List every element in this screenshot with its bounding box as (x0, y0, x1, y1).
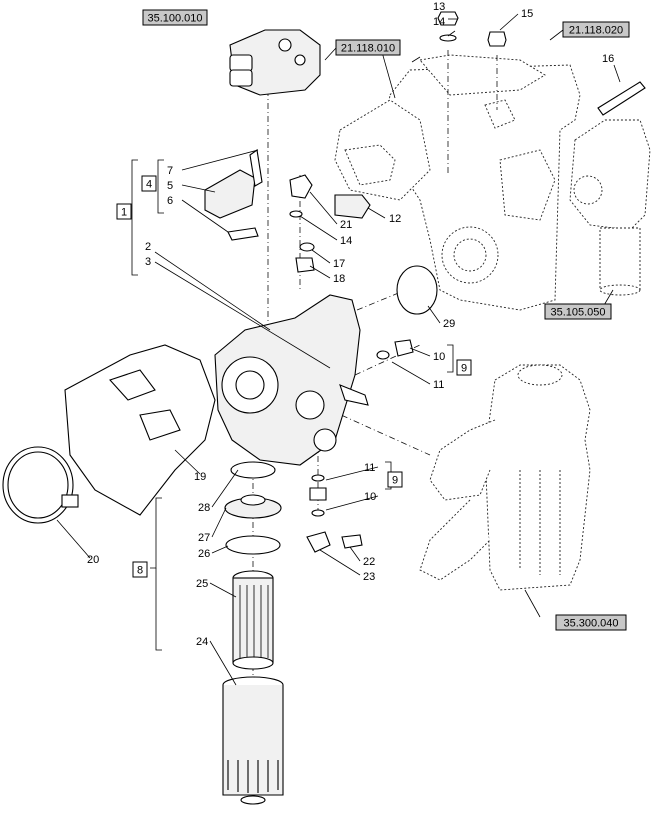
plug-13 (437, 11, 459, 42)
reference-35-100-010[interactable]: 35.100.010 (142, 9, 208, 26)
group-1-label: 1 (121, 207, 127, 219)
callout-5: 5 (167, 180, 173, 192)
group-box-9-upper: 9 (456, 359, 472, 376)
callout-14a: 14 (433, 16, 445, 28)
hose-clamp-20 (2, 446, 79, 524)
bolt-16 (597, 81, 646, 116)
callout-28: 28 (198, 502, 210, 514)
fitting-set-upper (376, 339, 414, 360)
callout-19: 19 (194, 471, 206, 483)
elbow-23-plug-22 (306, 531, 363, 553)
reference-21-118-020[interactable]: 21.118.020 (562, 21, 630, 38)
callout-25: 25 (196, 578, 208, 590)
reference-35-105-050[interactable]: 35.105.050 (544, 303, 612, 320)
callout-3: 3 (145, 256, 151, 268)
callout-21a: 21 (340, 219, 352, 231)
group-9-lower-label: 9 (392, 475, 398, 487)
reference-35-300-040-label: 35.300.040 (563, 618, 618, 630)
filter-bowl-24 (222, 676, 284, 805)
hydraulic-pump-phantom (419, 364, 591, 591)
filter-housing-phantom (569, 119, 651, 296)
callout-26: 26 (198, 548, 210, 560)
callout-13: 13 (433, 1, 445, 13)
o-ring-29 (396, 265, 438, 315)
reference-21-118-010-label: 21.118.010 (341, 43, 395, 55)
callout-6: 6 (167, 195, 173, 207)
pump-body (214, 294, 369, 466)
transmission-housing-phantom (334, 54, 581, 311)
callout-10b: 10 (364, 491, 376, 503)
callout-15: 15 (521, 8, 533, 20)
callout-22: 22 (363, 556, 375, 568)
reference-35-105-050-label: 35.105.050 (550, 307, 605, 319)
reference-21-118-020-label: 21.118.020 (569, 25, 623, 37)
reference-35-300-040[interactable]: 35.300.040 (555, 614, 627, 631)
reference-35-100-010-label: 35.100.010 (147, 13, 202, 25)
leader-lines (56, 13, 621, 686)
group-8-label: 8 (137, 565, 143, 577)
callout-17: 17 (333, 258, 345, 270)
callout-24: 24 (196, 636, 208, 648)
callout-2: 2 (145, 241, 151, 253)
o-ring-26 (225, 535, 281, 555)
pressure-sensor-12 (334, 194, 371, 219)
callout-11b: 11 (364, 462, 375, 474)
callout-11a: 11 (433, 379, 444, 391)
group-box-8: 8 (132, 561, 148, 578)
control-valve-block (229, 29, 321, 96)
group-box-1: 1 (116, 203, 132, 220)
callout-20: 20 (87, 554, 99, 566)
callout-7: 7 (167, 165, 173, 177)
solenoid-valve-assembly (204, 149, 263, 241)
callout-10a: 10 (433, 351, 445, 363)
group-9-upper-label: 9 (461, 363, 467, 375)
callout-27: 27 (198, 532, 210, 544)
callout-29: 29 (443, 318, 455, 330)
reference-21-118-010[interactable]: 21.118.010 (335, 39, 401, 56)
o-ring-28 (230, 461, 276, 479)
filter-head-27 (224, 494, 282, 519)
heat-shield-19 (64, 344, 216, 516)
washers-14-17-18 (289, 210, 315, 273)
group-box-4: 4 (141, 175, 157, 192)
group-box-9-lower: 9 (387, 471, 403, 488)
group-4-label: 4 (146, 179, 152, 191)
callout-14b: 14 (340, 235, 352, 247)
elbow-fitting-21 (289, 174, 313, 199)
callout-16: 16 (602, 53, 614, 65)
fitting-set-lower (309, 474, 327, 517)
filter-element-25 (232, 570, 274, 670)
callout-18: 18 (333, 273, 345, 285)
callout-12: 12 (389, 213, 401, 225)
plug-15 (487, 31, 507, 47)
callout-23: 23 (363, 571, 375, 583)
